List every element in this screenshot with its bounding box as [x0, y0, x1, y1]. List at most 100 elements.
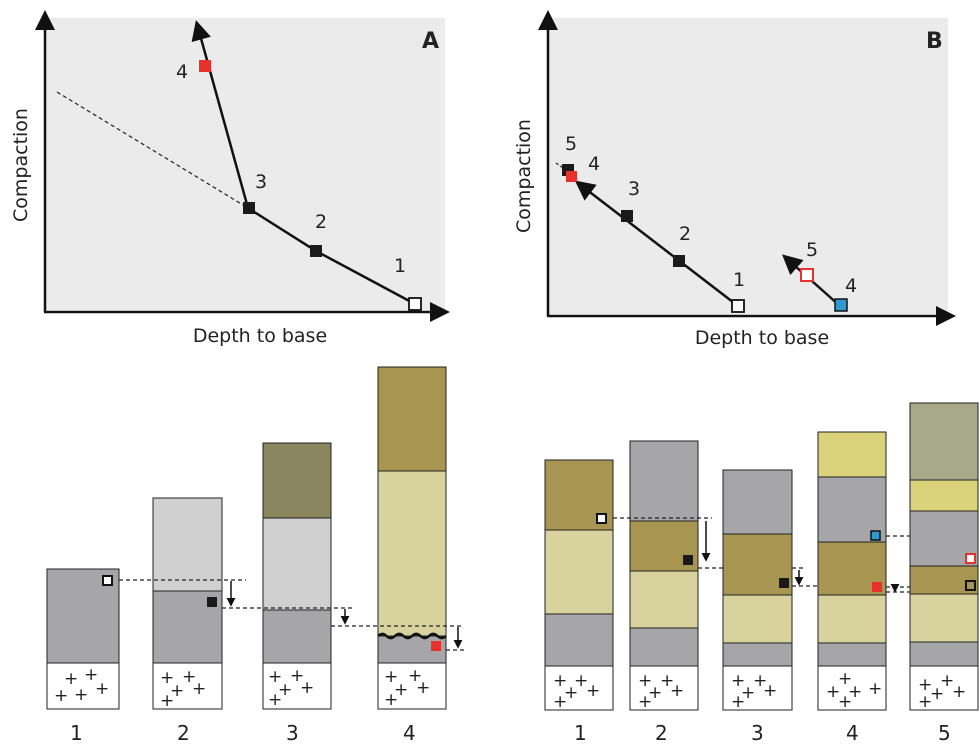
- panel-b-letter: B: [926, 29, 943, 54]
- column-a-1-basement: [46, 662, 120, 710]
- column-b-2-marker: [683, 555, 693, 565]
- basement-cross: +: [384, 690, 398, 710]
- column-b-5-layer-5: [909, 593, 979, 643]
- basement-cross: +: [660, 671, 674, 691]
- basement-cross: +: [553, 692, 567, 712]
- column-a-4-basement: [377, 662, 447, 710]
- columns-a: + + + + + + + + + + + + + + + + + + + + …: [46, 366, 464, 745]
- panel-b-point-3-label: 3: [628, 178, 640, 200]
- column-b-4-layer-base: [817, 642, 887, 667]
- column-b-2-layer-base: [629, 627, 699, 667]
- panel-b-branch-point-5-label: 5: [806, 239, 818, 261]
- basement-cross: +: [160, 668, 174, 688]
- panel-a-point-3-marker: [243, 202, 255, 214]
- column-b-5-label: 5: [938, 721, 951, 745]
- basement-cross: +: [74, 685, 88, 705]
- basement-cross: +: [741, 683, 755, 703]
- panel-b-point-3-marker: [621, 210, 633, 222]
- basement-cross: +: [564, 683, 578, 703]
- basement-cross: +: [408, 666, 422, 686]
- basement-cross: +: [952, 682, 966, 702]
- panel-a-letter: A: [422, 29, 439, 54]
- column-a-2-layer-top: [152, 497, 223, 592]
- basement-cross: +: [731, 692, 745, 712]
- column-b-3-layer-top: [722, 469, 793, 535]
- basement-cross: +: [670, 681, 684, 701]
- panel-b-point-4-label: 4: [588, 153, 600, 175]
- panel-a-x-axis-title: Depth to base: [193, 325, 327, 347]
- basement-cross: +: [268, 667, 282, 687]
- column-b-4-layer-top: [817, 431, 887, 478]
- column-a-4: [377, 366, 447, 710]
- basement-cross: +: [64, 669, 78, 689]
- basement-cross: +: [416, 678, 430, 698]
- column-a-2-marker: [207, 597, 217, 607]
- basement-cross: +: [95, 679, 109, 699]
- column-b-2: [629, 440, 699, 711]
- column-b-1-label: 1: [574, 721, 587, 745]
- basement-cross: +: [930, 684, 944, 704]
- column-b-3-layer-3: [722, 594, 793, 644]
- column-b-3-marker: [779, 578, 789, 588]
- panel-a-y-axis-title: Compaction: [10, 108, 32, 222]
- column-b-3-label: 3: [751, 721, 764, 745]
- column-a-1-label: 1: [70, 721, 83, 745]
- panel-b-main-path: [574, 180, 739, 307]
- column-b-4-basement: [817, 665, 887, 711]
- basement-cross: +: [753, 671, 767, 691]
- panel-a-point-2-marker: [310, 245, 322, 257]
- column-b-2-basement: [629, 665, 699, 711]
- column-a-3-layer-base: [262, 609, 332, 664]
- panel-b-branch-point-4-label: 4: [845, 275, 857, 297]
- column-a-2-label: 2: [177, 721, 190, 745]
- column-a-4-layer-top: [377, 366, 447, 472]
- column-b-2-layer-3: [629, 570, 699, 629]
- column-a-3-label: 3: [286, 721, 299, 745]
- basement-crosses-a: + + + + + + + + + + + + + + + + + + + +: [54, 665, 430, 711]
- panel-b-plot: B Compaction Depth to base 1 2 3 4 5 4 5: [513, 10, 956, 349]
- basement-cross: +: [553, 671, 567, 691]
- panel-a-dashed-trend: [56, 91, 249, 209]
- column-b-5-marker-dark: [965, 580, 976, 591]
- column-b-1-layer-mid: [544, 529, 614, 615]
- basement-cross: +: [268, 690, 282, 710]
- basement-cross: +: [918, 675, 932, 695]
- basement-cross: +: [838, 692, 852, 712]
- basement-cross: +: [290, 666, 304, 686]
- panel-a-background: [45, 18, 445, 310]
- column-b-5-layer-2: [909, 479, 979, 512]
- panel-b-background: [548, 18, 948, 314]
- panel-b-point-1-marker: [731, 299, 745, 313]
- panel-b-branch-point-4-marker: [834, 298, 848, 312]
- basement-cross: +: [300, 678, 314, 698]
- panel-b-point-1-label: 1: [733, 269, 745, 291]
- panel-a-point-1-marker: [408, 297, 422, 311]
- column-a-4-layer-mid: [377, 470, 447, 637]
- basement-cross: +: [394, 680, 408, 700]
- panel-a-point-1-label: 1: [394, 255, 406, 277]
- column-a-1-marker: [102, 575, 113, 586]
- column-b-1: [544, 459, 614, 711]
- basement-crosses-b: + + + + + + + + + + + + + + + + + + + + …: [553, 669, 966, 712]
- column-b-4-marker-red: [872, 582, 882, 592]
- basement-cross: +: [838, 669, 852, 689]
- basement-cross: +: [384, 667, 398, 687]
- column-b-4-marker-blue: [870, 530, 881, 541]
- basement-cross: +: [638, 671, 652, 691]
- column-b-2-layer-top: [629, 440, 699, 522]
- panel-a-plot: A Compaction Depth to base 1 2 3 4: [10, 10, 450, 347]
- column-b-3: [722, 469, 793, 711]
- basement-cross: +: [84, 665, 98, 685]
- column-a-4-label: 4: [403, 721, 416, 745]
- panel-b-x-axis-title: Depth to base: [695, 327, 829, 349]
- panel-a-point-4-marker: [199, 60, 211, 72]
- column-b-1-layer-base: [544, 613, 614, 667]
- panel-a-point-4-label: 4: [176, 61, 188, 83]
- basement-cross: +: [586, 681, 600, 701]
- panel-b-branch-point-5-marker: [800, 268, 814, 282]
- column-b-5-marker-red-outline: [965, 553, 976, 564]
- basement-cross: +: [278, 680, 292, 700]
- basement-cross: +: [160, 691, 174, 711]
- column-b-5-layer-top: [909, 402, 979, 481]
- panel-b-point-2-marker: [673, 255, 685, 267]
